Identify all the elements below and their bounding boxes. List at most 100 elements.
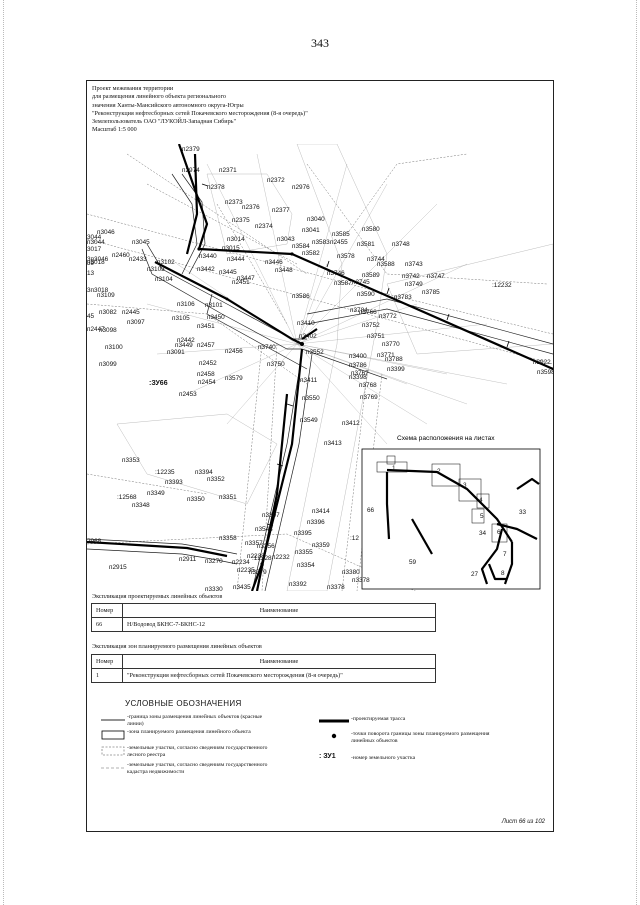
point-label: п3768	[359, 382, 377, 389]
point-label: п3104	[155, 276, 173, 283]
point-label: п2235	[237, 567, 255, 574]
point-label: п3584	[292, 243, 310, 250]
point-label: п3442	[197, 266, 215, 273]
point-label: п3788	[385, 356, 403, 363]
point-label: п3447	[237, 275, 255, 282]
sheet-label: Лист 66 из 102	[501, 819, 545, 825]
point-label: п3355	[295, 549, 313, 556]
point-label: п3586	[292, 293, 310, 300]
inset-title: Схема расположения на листах	[397, 435, 495, 442]
point-label: п3270	[205, 558, 223, 565]
inset-sheet-number: 59	[409, 559, 417, 566]
inset-sheet-number: 5	[480, 513, 484, 520]
point-label: п3749	[405, 281, 423, 288]
point-label: п2232	[272, 554, 290, 561]
scan-edge-line	[3, 0, 5, 905]
sheet-header: Проект межевания территории для размещен…	[92, 85, 372, 135]
inset-sheet-number: 8	[501, 570, 505, 577]
point-label: п3358	[219, 535, 237, 542]
point-label: п3399	[387, 366, 405, 373]
point-label: п2974	[182, 167, 200, 174]
table-row: 1 "Реконструкция нефтесборных сетей Пока…	[91, 668, 436, 683]
point-label: п2454	[198, 379, 216, 386]
point-label: п3786	[349, 362, 367, 369]
legend-item-text: -зона планируемого размещения линейного …	[127, 729, 251, 735]
point-label: п3091	[167, 349, 185, 356]
inset-sheet-number: 34	[479, 530, 487, 537]
route-tick-marks	[201, 183, 510, 527]
point-label: п2442	[177, 337, 195, 344]
point-label: п3018	[87, 259, 105, 266]
table-cell: "Реконструкция нефтесборных сетей Покаче…	[122, 668, 436, 683]
point-label: п3398	[349, 374, 367, 381]
legend-item-text: -земельные участки, согласно сведениям г…	[127, 745, 268, 758]
point-label: п2453	[179, 391, 197, 398]
point-label: п3400	[349, 353, 367, 360]
point-label: п2377	[272, 207, 290, 214]
legend-item-text: -проектируемая трасса	[351, 716, 406, 722]
point-label: п3330	[205, 586, 223, 591]
point-label: п3784	[350, 307, 368, 314]
legend-route-symbol	[319, 719, 349, 723]
point-label: п3414	[312, 508, 330, 515]
point-label: п2376	[242, 204, 260, 211]
point-label: п3354	[297, 562, 315, 569]
point-label: п3744	[367, 256, 385, 263]
point-label: п3378	[327, 584, 345, 591]
point-label: п3598	[537, 369, 553, 376]
point-label: п3040	[307, 216, 325, 223]
table-header-cell: Наименование	[122, 603, 436, 618]
point-label: п3450	[207, 314, 225, 321]
point-label: п2433	[129, 256, 147, 263]
point-label: п3379	[249, 569, 267, 576]
point-label: п2455	[330, 239, 348, 246]
legend-zone-area-symbol	[101, 730, 125, 740]
point-label: п3445	[219, 269, 237, 276]
point-label: п3549	[300, 417, 318, 424]
point-label: п3588	[377, 261, 395, 268]
point-label: п3785	[422, 289, 440, 296]
extra-label: 3п3018	[87, 287, 109, 294]
inset-sheet-number: 7	[503, 551, 507, 558]
point-label: п3359	[312, 542, 330, 549]
point-label: п3922	[533, 359, 551, 366]
extra-label: :12	[350, 535, 359, 542]
point-label: п3444	[227, 256, 245, 263]
map-drawing: Схема расположения на листах	[87, 144, 553, 591]
point-label: п3583	[312, 239, 330, 246]
extra-label: 45	[87, 313, 95, 320]
point-label: п3745	[352, 279, 370, 286]
legend-item-text: -граница зоны размещения линейных объект…	[127, 714, 263, 727]
point-label: п3743	[405, 261, 423, 268]
point-label: п2378	[207, 184, 225, 191]
header-line: значения Ханты-Мансийского автономного о…	[92, 101, 244, 109]
point-label: п3350	[187, 496, 205, 503]
point-label: п3769	[360, 394, 378, 401]
point-label: п2976	[292, 184, 310, 191]
point-label: п3393	[165, 479, 183, 486]
point-label: п3750	[267, 361, 285, 368]
point-label: п3580	[362, 226, 380, 233]
point-label: п3783	[394, 294, 412, 301]
point-label: п2458	[197, 371, 215, 378]
point-label: п2234	[232, 559, 250, 566]
point-label: п3380	[342, 569, 360, 576]
scan-edge-line	[636, 0, 638, 905]
legend-item-text: -точки поворота границы зоны планируемог…	[351, 731, 490, 744]
point-label: п3353	[122, 457, 140, 464]
table-header-cell: Номер	[91, 654, 123, 669]
point-label: п3435	[233, 584, 251, 591]
point-label: п3448	[275, 267, 293, 274]
header-line: Масштаб 1:5 000	[92, 126, 137, 134]
point-label: п3098	[99, 327, 117, 334]
table-header-cell: Наименование	[122, 654, 436, 669]
point-label: п3101	[205, 302, 223, 309]
legend-parcel-symbol: : ЗУ1	[319, 753, 336, 760]
point-label: п3394	[195, 469, 213, 476]
point-label: п3015	[222, 245, 240, 252]
point-label: п3548	[255, 526, 273, 533]
point-label: п3349	[147, 490, 165, 497]
point-label: п3449	[175, 342, 193, 349]
point-label: п3440	[199, 253, 217, 260]
